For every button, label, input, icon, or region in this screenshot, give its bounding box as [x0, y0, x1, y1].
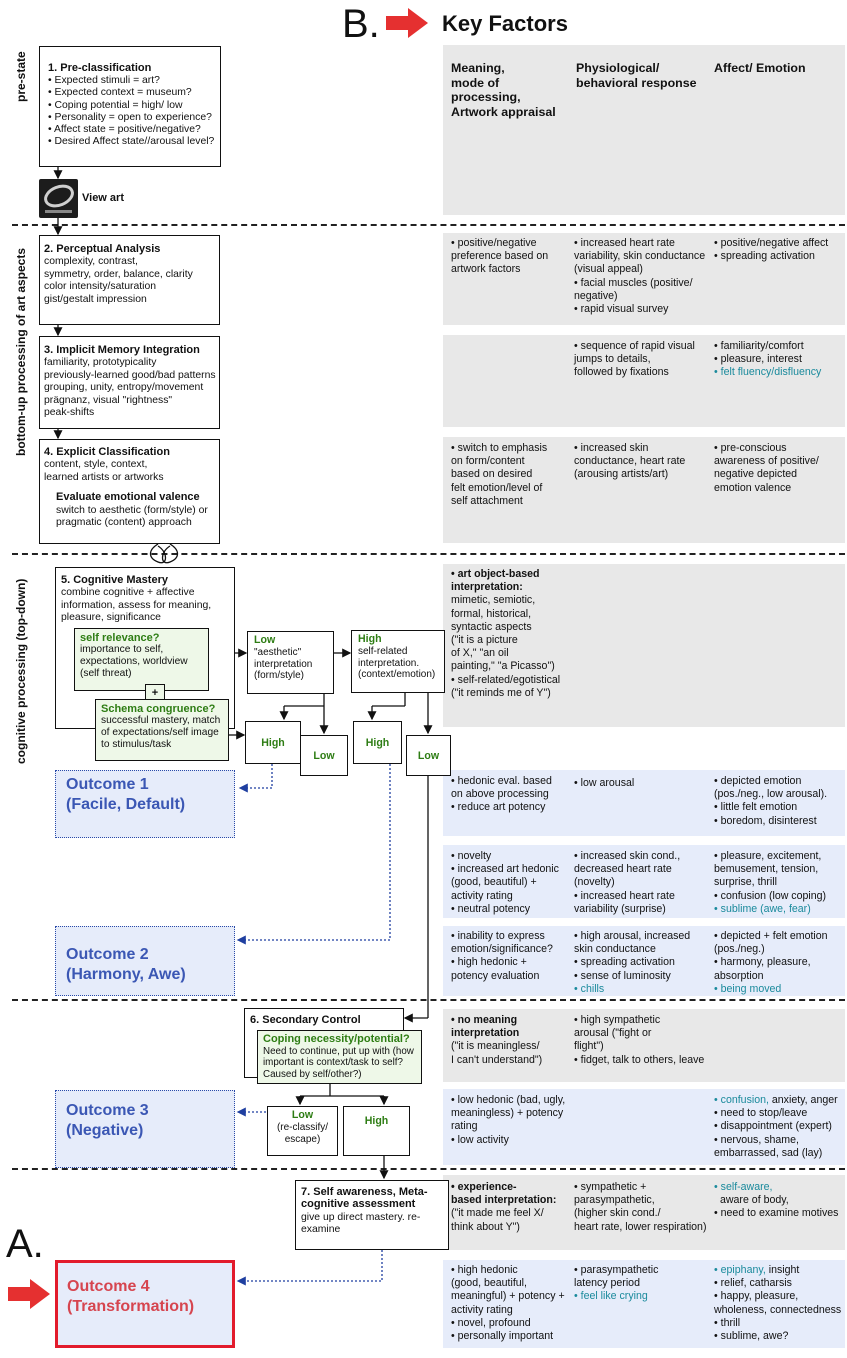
col-physio-header: Physiological/behavioral response	[576, 61, 697, 90]
row7-panel	[443, 1175, 845, 1250]
o4-panel	[443, 1260, 845, 1348]
stage2-perceptual: 2. Perceptual Analysis complexity, contr…	[39, 235, 220, 325]
key-factors-title: Key Factors	[442, 11, 568, 36]
schema-congruence-box: Schema congruence? successful mastery, m…	[95, 699, 229, 761]
o4-affect: • epiphany, insight • relief, catharsis•…	[714, 1264, 842, 1343]
low-reclassify-box: Low (re-classify/ escape)	[267, 1106, 338, 1156]
o2-affect: • depicted + felt emotion(pos./neg.)• ha…	[714, 930, 828, 995]
divider-4	[12, 1168, 845, 1170]
o3-meaning: • low hedonic (bad, ugly,meaningless) + …	[451, 1094, 566, 1146]
row2-panel	[443, 233, 845, 325]
coping-box: Coping necessity/potential? Need to cont…	[257, 1030, 422, 1084]
row3-panel	[443, 335, 845, 427]
h1-affect: • pleasure, excitement,bemusement, tensi…	[714, 850, 827, 915]
high1-panel	[443, 845, 845, 918]
stage3-memory: 3. Implicit Memory Integration familiari…	[39, 336, 220, 429]
stage4-explicit: 4. Explicit Classification content, styl…	[39, 439, 220, 544]
o1-affect: • depicted emotion(pos./neg., low arousa…	[714, 775, 828, 827]
outcome-2: Outcome 2(Harmony, Awe)	[55, 926, 235, 996]
outcome-1: Outcome 1(Facile, Default)	[55, 770, 235, 838]
r3-affect: • familiarity/comfort• pleasure, interes…	[714, 340, 822, 379]
view-art-thumbnail	[39, 179, 78, 218]
o3-panel	[443, 1089, 845, 1165]
low-1-box: Low	[300, 735, 348, 776]
o1-physio: • low arousal	[574, 777, 635, 789]
outcome-3: Outcome 3(Negative)	[55, 1090, 235, 1168]
red-arrow-icon-a	[8, 1279, 50, 1309]
o2-panel	[443, 926, 845, 996]
r7-affect: • self-aware, aware of body,• need to ex…	[714, 1181, 839, 1220]
r7-physio: • sympathetic +parasympathetic,(higher s…	[574, 1181, 707, 1233]
h1-physio: • increased skin cond.,decreased heart r…	[574, 850, 681, 915]
outcome-4: Outcome 4(Transformation)	[55, 1260, 235, 1348]
view-art-label: View art	[82, 192, 124, 204]
high-self-related-box: High self-related interpretation. (conte…	[351, 630, 445, 693]
divider-2	[12, 553, 845, 555]
divider-1	[12, 224, 845, 226]
self-relevance-box: self relevance? importance to self, expe…	[74, 628, 209, 691]
high-1-box: High	[245, 721, 301, 764]
o1-panel	[443, 770, 845, 836]
r2-affect: • positive/negative affect• spreading ac…	[714, 237, 829, 263]
row6-panel	[443, 1009, 845, 1082]
high-2-box: High	[353, 721, 402, 764]
label-b: B.	[342, 2, 380, 46]
row5-panel	[443, 564, 845, 727]
low-2-box: Low	[406, 735, 451, 776]
o4-meaning: • high hedonic(good, beautiful,meaningfu…	[451, 1264, 565, 1343]
low-aesthetic-box: Low "aesthetic" interpretation (form/sty…	[247, 631, 334, 694]
col-affect-header: Affect/ Emotion	[714, 61, 806, 75]
o3-affect: • confusion, anxiety, anger • need to st…	[714, 1094, 838, 1159]
r7-meaning: • experience-based interpretation: ("it …	[451, 1181, 557, 1233]
row4-panel	[443, 437, 845, 543]
red-arrow-icon	[386, 8, 428, 38]
label-a: A.	[6, 1222, 44, 1266]
stage1-preclassification: 1. Pre-classification • Expected stimuli…	[39, 46, 221, 167]
header-panel	[443, 45, 845, 215]
high-coping-box: High	[343, 1106, 410, 1156]
stage7-self-awareness: 7. Self awareness, Meta- cognitive asses…	[295, 1180, 449, 1250]
h1-meaning: • novelty• increased art hedonic(good, b…	[451, 850, 559, 915]
